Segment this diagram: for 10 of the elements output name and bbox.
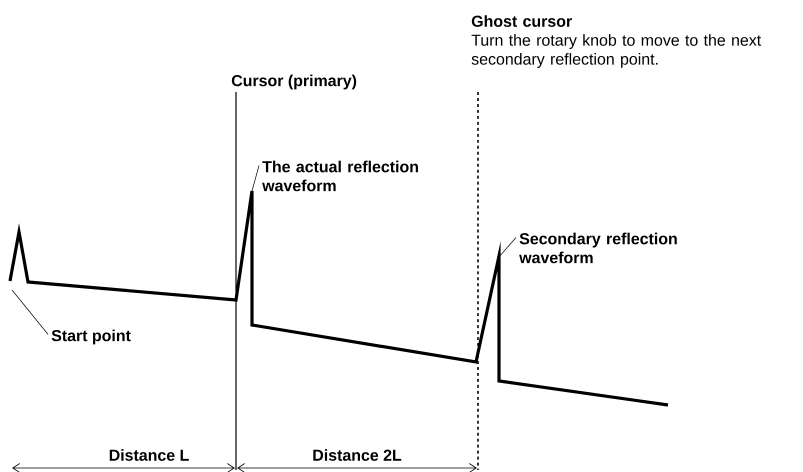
dimension-label: Distance L bbox=[110, 449, 189, 461]
callout-text: Ghost cursor Turn the rotary knob to move to the next secondary reflection point. bbox=[472, 15, 762, 68]
callout-text: Secondary reflection waveform bbox=[519, 232, 677, 264]
callout-text: Start point bbox=[52, 330, 131, 344]
dimension-label: Distance 2L bbox=[313, 449, 402, 461]
leader-line bbox=[252, 165, 260, 192]
cursor-label: Cursor (primary) bbox=[232, 74, 356, 90]
leader-line bbox=[498, 237, 516, 258]
leader-line bbox=[12, 290, 48, 335]
callout-text: The actual reflection waveform bbox=[262, 160, 418, 192]
